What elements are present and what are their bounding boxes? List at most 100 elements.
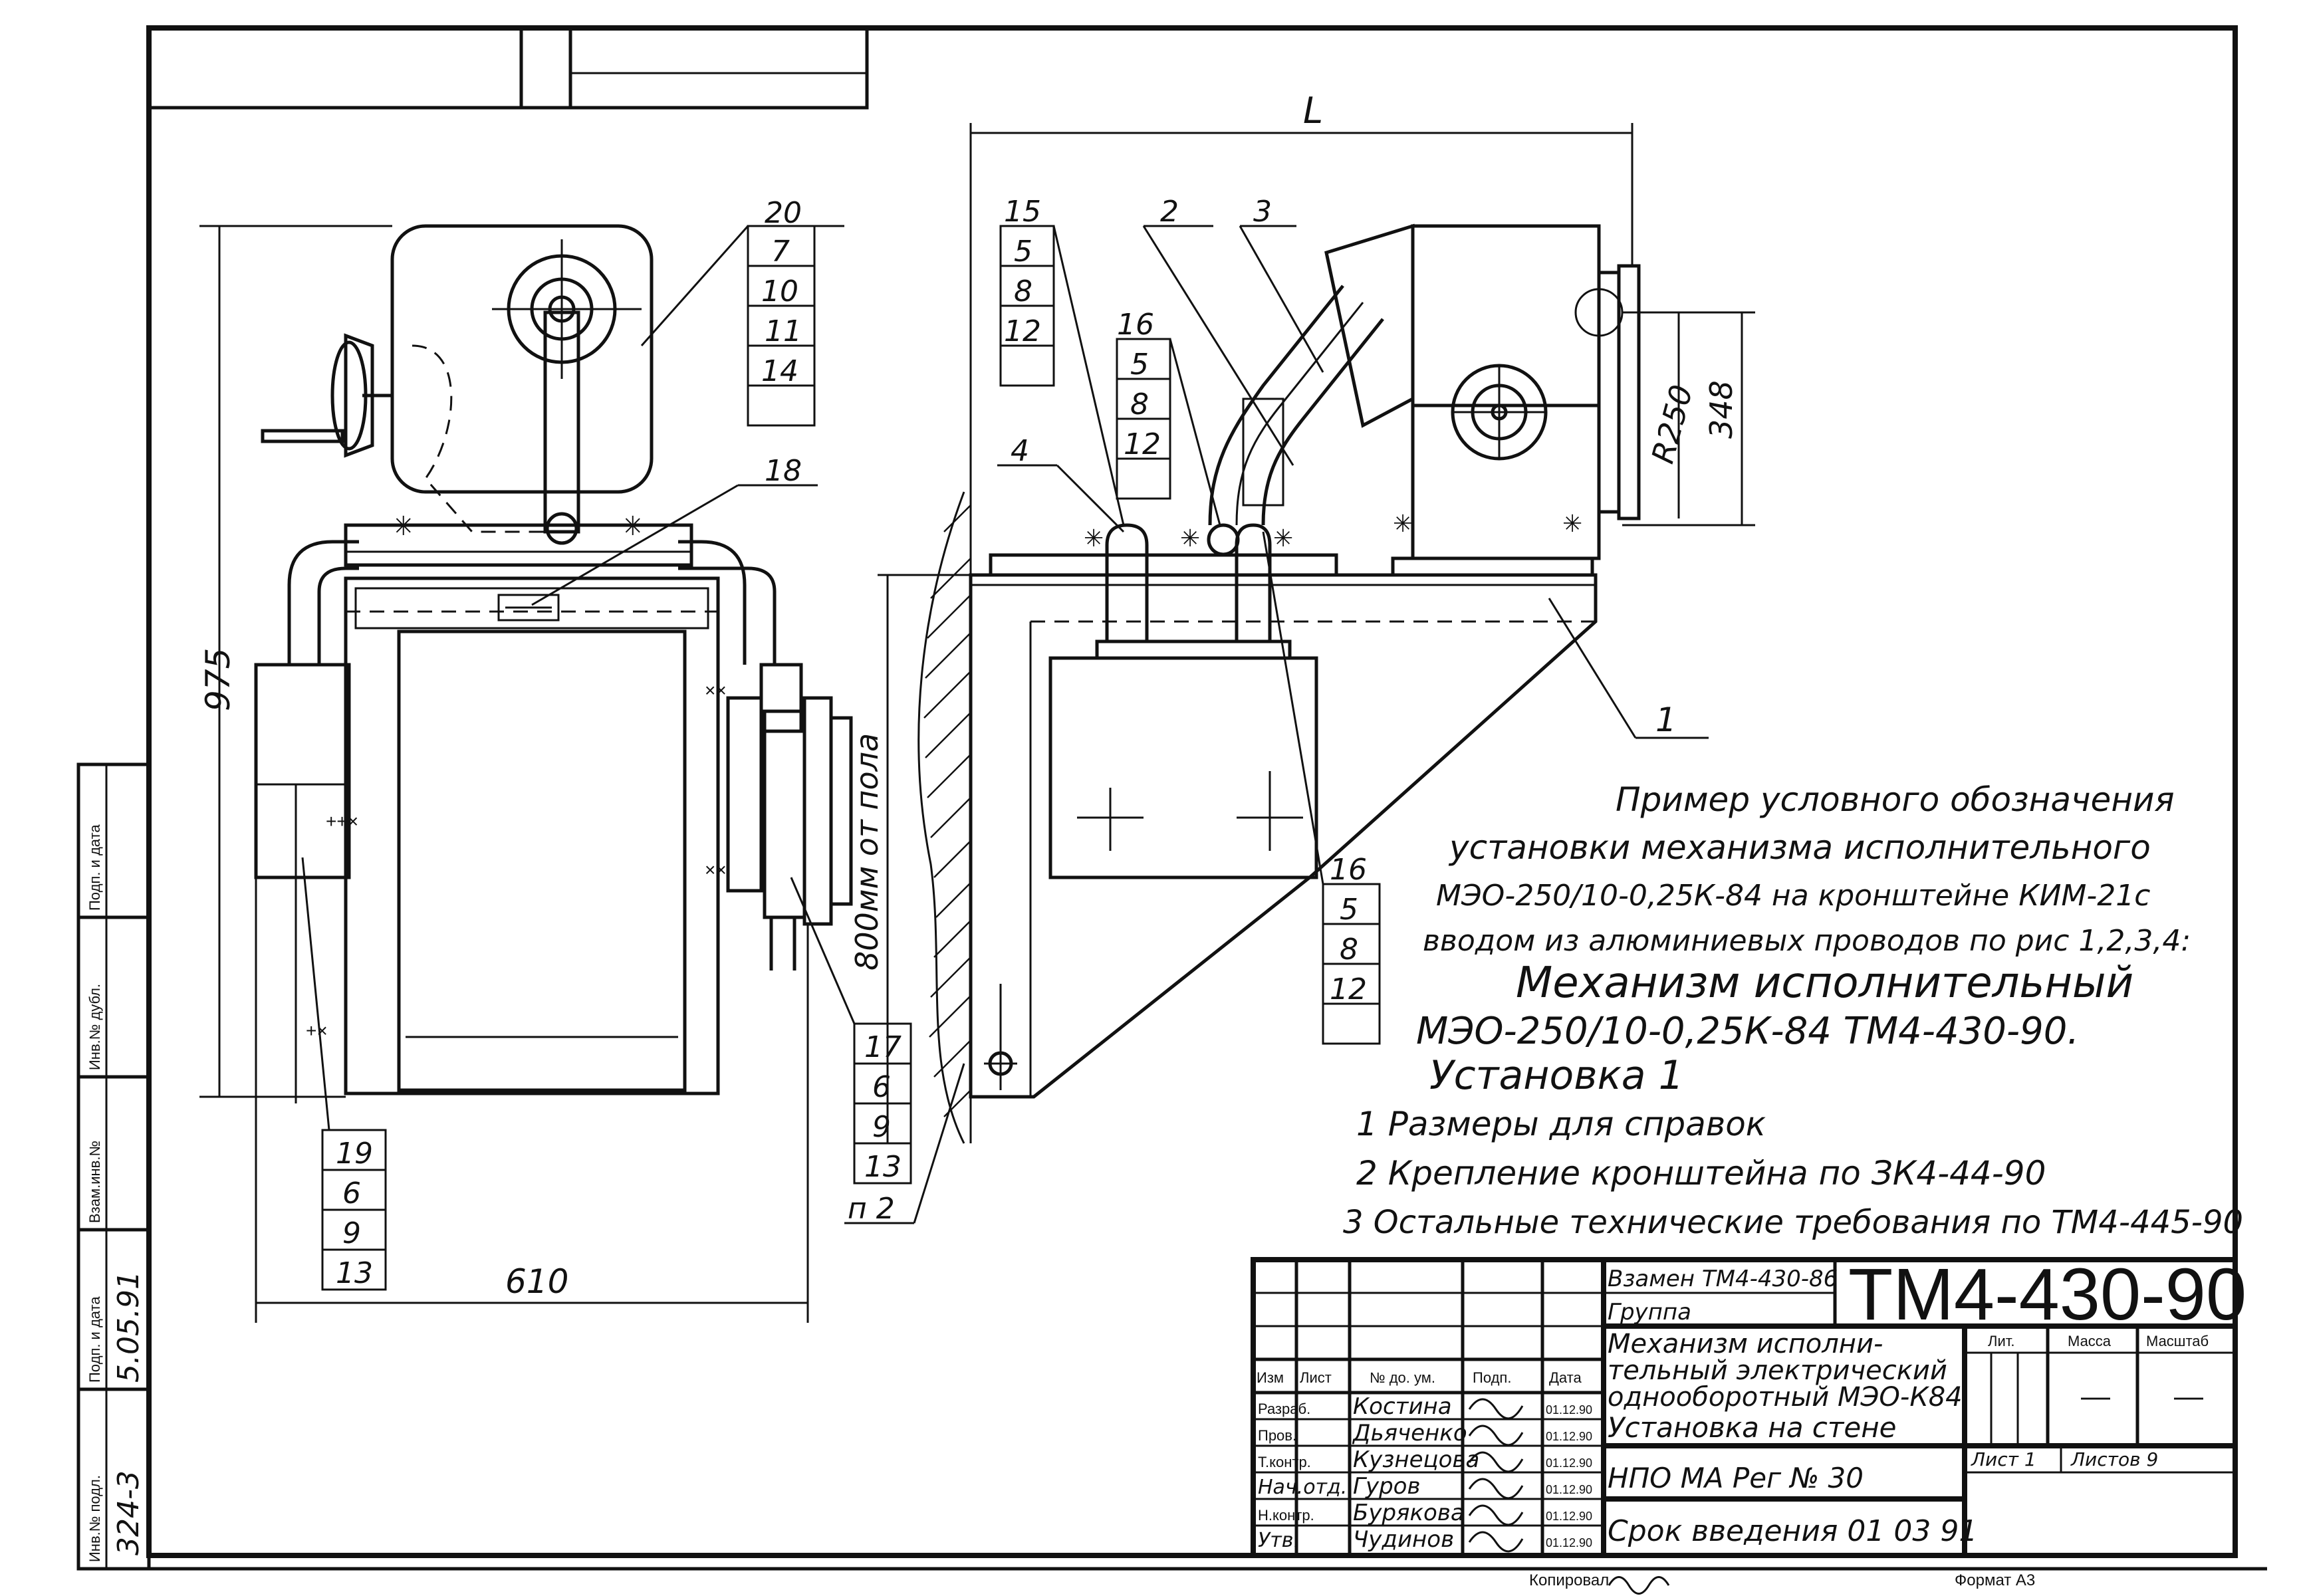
dim-348: 348 xyxy=(1703,380,1739,439)
dim-R250: R250 xyxy=(1644,381,1699,467)
rev-header-izm: Изм xyxy=(1257,1369,1284,1386)
title-line-3: однооборотный МЭО-К84 xyxy=(1608,1382,1963,1413)
mass-label: Масса xyxy=(2068,1333,2112,1349)
side-view: ✳ ✳ ✳ ✳ ✳ xyxy=(917,133,1641,1144)
callout-8c: 8 xyxy=(1340,933,1358,967)
svg-text:××: ×× xyxy=(705,680,727,701)
note-example-1: Пример условного обозначения xyxy=(1616,780,2175,819)
callout-17: 17 xyxy=(864,1030,902,1064)
signature-row: Пров. Дьяченко 01.12.90 xyxy=(1258,1420,1592,1446)
callout-8a: 8 xyxy=(1014,275,1032,308)
svg-text:01.12.90: 01.12.90 xyxy=(1546,1456,1592,1470)
side-stamp: Инв.№ подл. Подп. и дата Взам.инв.№ Инв.… xyxy=(76,762,151,1571)
svg-text:01.12.90: 01.12.90 xyxy=(1546,1403,1592,1417)
title-line-1: Механизм исполни- xyxy=(1608,1329,1883,1359)
note-example-2: установки механизма исполнительного xyxy=(1448,828,2151,867)
callout-5a: 5 xyxy=(1014,235,1032,269)
svg-text:✳: ✳ xyxy=(392,512,415,541)
side-dimensions: L R250 348 800мм от пола xyxy=(849,90,1755,1143)
side-callouts: 15 5 8 12 16 5 8 12 2 3 4 1 16 5 8 12 xyxy=(844,195,1709,1226)
callout-9b: 9 xyxy=(342,1216,361,1250)
callout-2: 2 xyxy=(1160,195,1179,229)
svg-text:Разраб.: Разраб. xyxy=(1258,1401,1310,1417)
callout-4: 4 xyxy=(1011,434,1029,468)
dim-floor-note: 800мм от пола xyxy=(849,733,885,970)
stamp-inv-date: 5.05.91 xyxy=(112,1271,146,1383)
callout-11: 11 xyxy=(765,314,802,348)
svg-text:Т.контр.: Т.контр. xyxy=(1258,1454,1311,1470)
svg-text:✳: ✳ xyxy=(622,512,644,541)
svg-text:01.12.90: 01.12.90 xyxy=(1546,1536,1592,1549)
callout-13r: 13 xyxy=(864,1150,902,1184)
lit-label: Лит. xyxy=(1988,1333,2014,1349)
note-example-3: МЭО-250/10-0,25К-84 на кронштейне КИМ-21… xyxy=(1436,879,2150,913)
signature-row: Н.контр. Бурякова 01.12.90 xyxy=(1258,1500,1592,1526)
svg-text:Н.контр.: Н.контр. xyxy=(1258,1507,1314,1524)
callout-6b: 6 xyxy=(342,1177,361,1210)
svg-text:Нач.отд.: Нач.отд. xyxy=(1258,1476,1347,1499)
note-example-7: Установка 1 xyxy=(1429,1052,1684,1099)
callout-12b: 12 xyxy=(1124,427,1161,461)
effective-date: Срок введения 01 03 91 xyxy=(1608,1514,1977,1548)
group: Группа xyxy=(1608,1299,1691,1325)
svg-text:01.12.90: 01.12.90 xyxy=(1546,1510,1592,1523)
svg-text:Чудинов: Чудинов xyxy=(1353,1526,1454,1553)
note-example-5: Механизм исполнительный xyxy=(1516,959,2133,1008)
rev-header-doc: № до. ум. xyxy=(1370,1369,1435,1386)
stamp-inv-value: 324-3 xyxy=(112,1470,146,1555)
callout-5b: 5 xyxy=(1130,348,1149,382)
callout-3: 3 xyxy=(1253,195,1272,229)
svg-text:Гуров: Гуров xyxy=(1353,1473,1421,1500)
rev-header-list: Лист xyxy=(1300,1369,1332,1386)
callout-13b: 13 xyxy=(336,1256,373,1290)
callout-16b: 16 xyxy=(1330,853,1367,887)
rev-header-sign: Подп. xyxy=(1473,1369,1511,1386)
format: Формат А3 xyxy=(1955,1571,2035,1589)
signature-row: Утв. Чудинов 01.12.90 xyxy=(1258,1526,1592,1553)
dim-L: L xyxy=(1303,90,1323,132)
sheets-label: Листов 9 xyxy=(2070,1448,2158,1470)
callout-16a: 16 xyxy=(1117,308,1154,342)
svg-text:✳: ✳ xyxy=(1273,524,1293,552)
note-req-3: 3 Остальные технические требования по ТМ… xyxy=(1343,1204,2243,1241)
dim-975: 975 xyxy=(199,648,237,711)
callout-19: 19 xyxy=(336,1137,373,1171)
callout-1: 1 xyxy=(1655,701,1677,739)
title-line-4: Установка на стене xyxy=(1608,1411,1897,1444)
signature-row: Т.контр. Кузнецова 01.12.90 xyxy=(1258,1446,1592,1473)
svg-text:Дьяченко: Дьяченко xyxy=(1352,1420,1467,1446)
front-dimensions: 975 610 xyxy=(199,225,809,1323)
svg-text:+×: +× xyxy=(306,1020,328,1041)
callout-15: 15 xyxy=(1004,195,1041,229)
callout-12c: 12 xyxy=(1330,972,1367,1006)
callout-14: 14 xyxy=(761,354,798,388)
svg-text:✳: ✳ xyxy=(1180,524,1200,552)
stamp-sign-label: Подп. и дата xyxy=(86,1296,103,1383)
svg-text:Кузнецова: Кузнецова xyxy=(1353,1446,1479,1473)
callout-10: 10 xyxy=(761,275,798,308)
signature-row: Нач.отд. Гуров 01.12.90 xyxy=(1258,1473,1592,1500)
note-req-2: 2 Крепление кронштейна по ЗК4-44-90 xyxy=(1356,1154,2046,1193)
svg-text:✳: ✳ xyxy=(1393,510,1413,537)
svg-text:01.12.90: 01.12.90 xyxy=(1546,1483,1592,1496)
svg-text:✳: ✳ xyxy=(1562,510,1582,537)
svg-text:01.12.90: 01.12.90 xyxy=(1546,1430,1592,1443)
callout-18: 18 xyxy=(765,454,802,488)
callout-20: 20 xyxy=(765,196,802,230)
designation: ТМ4-430-90 xyxy=(1848,1254,2246,1335)
stamp-sign2-label: Подп. и дата xyxy=(86,824,103,911)
title-line-2: тельный электрический xyxy=(1608,1355,1947,1386)
signature-row: Разраб. Костина 01.12.90 xyxy=(1258,1393,1592,1420)
sheet-label: Лист 1 xyxy=(1971,1448,2036,1470)
title-block: Изм Лист № до. ум. Подп. Дата Разраб. Ко… xyxy=(1251,1254,2246,1595)
svg-text:Бурякова: Бурякова xyxy=(1353,1500,1465,1526)
dim-610: 610 xyxy=(505,1262,568,1301)
callout-5c: 5 xyxy=(1340,893,1358,927)
callout-7: 7 xyxy=(771,235,790,269)
front-callouts: 20 7 10 11 14 18 17 6 9 13 19 6 9 13 xyxy=(301,196,912,1291)
replaces: Взамен ТМ4-430-86 xyxy=(1608,1266,1838,1292)
copied-by: Копировал xyxy=(1529,1571,1609,1589)
note-req-1: 1 Размеры для справок xyxy=(1356,1105,1766,1143)
svg-text:Костина: Костина xyxy=(1353,1393,1452,1420)
